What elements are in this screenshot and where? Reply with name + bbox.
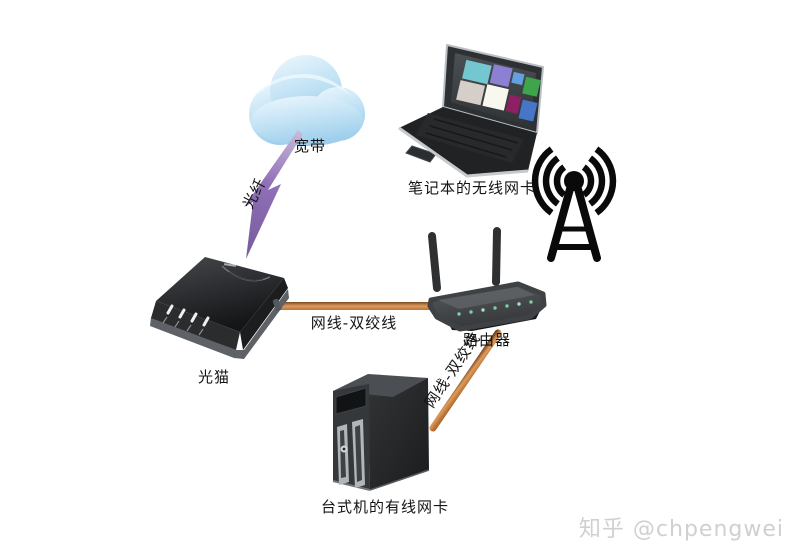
router-label: 路由器: [462, 331, 512, 349]
desktop-tower-icon: [332, 374, 430, 491]
ethernet-cable-router-desktop: [429, 329, 502, 432]
cable-modem-router-label: 网线-双绞线: [310, 314, 398, 332]
router-leds: [457, 300, 533, 316]
desktop-label: 台式机的有线网卡: [320, 498, 450, 516]
metro-tiles: [456, 59, 541, 122]
cloud-icon: [249, 55, 365, 146]
lightning-bolt: [244, 130, 303, 259]
modem-leds: [166, 304, 210, 327]
modem-label: 光猫: [197, 368, 231, 386]
modem-icon: [150, 257, 289, 359]
laptop-icon: [398, 44, 544, 178]
broadband-label: 宽带: [293, 137, 327, 155]
radio-antenna-icon: [531, 146, 617, 262]
laptop-label: 笔记本的无线网卡: [407, 179, 537, 197]
modem-led-labels: [162, 316, 204, 336]
router-icon: [427, 227, 547, 332]
watermark: 知乎 @chpengwei: [578, 517, 784, 542]
